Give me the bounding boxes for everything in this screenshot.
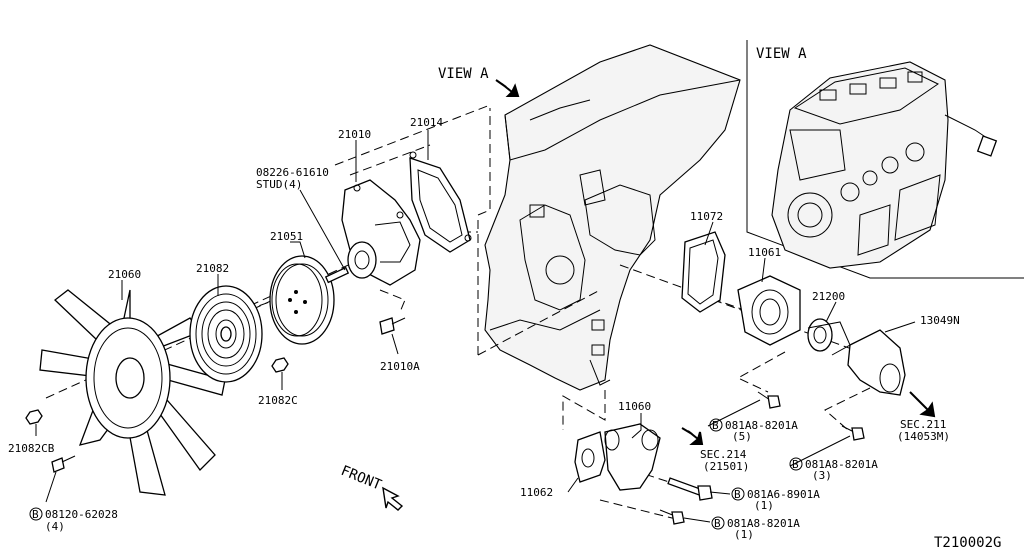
water-pump-pulley [269,255,335,345]
thermostat-21200 [807,318,851,356]
label-21082c: 21082C [258,394,298,407]
label-21010: 21010 [338,128,371,141]
label-bolt-qty: (4) [45,520,65,533]
label-bolt-081a8-8201a: 081A8-8201A [727,517,800,530]
label-13049n: 13049N [920,314,960,327]
label-21200: 21200 [812,290,845,303]
callout-bolt-081a8-8201a-3: B 081A8-8201A (3) [789,457,878,482]
label-21051: 21051 [270,230,303,243]
view-a-main-label: VIEW A [438,66,489,82]
engine-inset-illustration [771,61,998,269]
label-11060: 11060 [618,400,651,413]
front-label: FRONT [339,463,385,494]
bolt-21010a [379,317,406,335]
bolt-b-marker: B [792,458,799,471]
label-bolt-08120-62028: 08120-62028 [45,508,118,521]
cooling-fan [39,289,226,496]
label-stud-part: 08226-61610 [256,166,329,179]
label-sec211-ref: (14053M) [897,430,950,443]
sec211-arrow [909,391,936,418]
bolt-081a6-8901a [667,477,713,501]
nut-21082c [271,357,289,373]
label-21082cb: 21082CB [8,442,55,455]
bolt-b-marker: B [734,488,741,501]
label-sec211: SEC.211 [900,418,946,431]
bolt-081a8-8201a-3 [841,425,865,441]
gasket-11062 [574,431,606,483]
bolt-b-marker: B [712,419,719,432]
label-21060: 21060 [108,268,141,281]
label-21010a: 21010A [380,360,420,373]
view-a-inset: VIEW A [746,40,1024,279]
bolt-b-marker: B [32,508,39,521]
water-pipe-11060 [604,423,661,491]
label-21082: 21082 [196,262,229,275]
diagram-code: T210002G [934,535,1001,551]
label-11072: 11072 [690,210,723,223]
water-inlet-11061 [737,275,801,346]
label-bolt-qty: (3) [812,469,832,482]
label-11062: 11062 [520,486,553,499]
thermostat-gasket-11072 [681,231,726,313]
bolt-081a8-8201a-5 [757,391,781,409]
view-a-inset-title: VIEW A [756,46,807,62]
label-bolt-081a8-8201a: 081A8-8201A [805,458,878,471]
water-pump [324,179,421,286]
callout-bolt-081a8-8201a-5: B 081A8-8201A (5) [709,418,798,443]
nut-21082cb [25,409,43,425]
label-bolt-081a8-8201a: 081A8-8201A [725,419,798,432]
label-21014: 21014 [410,116,443,129]
label-bolt-qty: (5) [732,430,752,443]
callout-bolt-08120-62028: B 08120-62028 (4) [29,507,118,533]
view-a-arrow [495,79,520,97]
bolt-b-marker: B [714,517,721,530]
front-arrow [382,486,404,511]
label-11061: 11061 [748,246,781,259]
label-bolt-qty: (1) [734,528,754,541]
engine-block [484,44,741,391]
callout-bolt-081a8-8201a-1: B 081A8-8201A (1) [711,516,800,541]
water-outlet-13049n [847,329,906,396]
water-pump-gasket [409,151,472,253]
fan-coupling [189,285,263,383]
label-sec214-ref: (21501) [703,460,749,473]
label-bolt-081a6-8901a: 081A6-8901A [747,488,820,501]
label-stud-desc: STUD(4) [256,178,302,191]
sec214-arrow [681,427,704,445]
callout-bolt-081a6-8901a: B 081A6-8901A (1) [731,487,820,512]
bolt-08120-62028 [51,455,76,473]
label-bolt-qty: (1) [754,499,774,512]
label-sec214: SEC.214 [700,448,747,461]
bolt-081a8-8201a-1 [659,509,685,525]
leader-lines [35,130,916,523]
